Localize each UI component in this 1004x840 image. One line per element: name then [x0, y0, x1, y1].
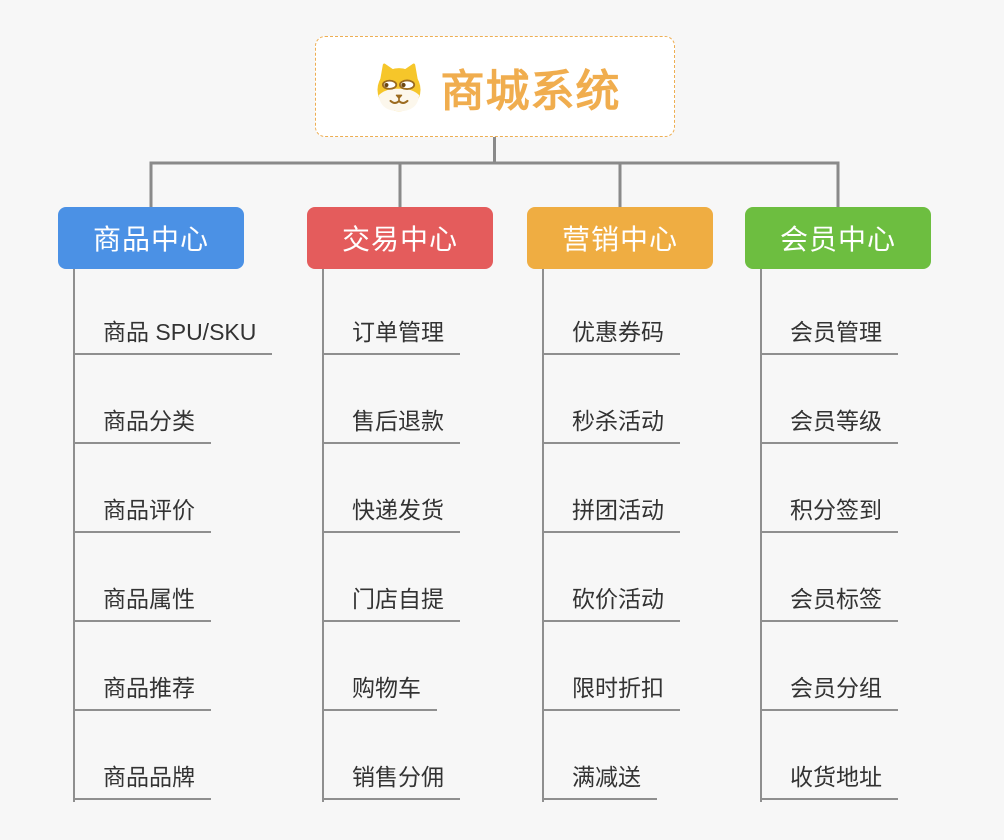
- sub-item-label: 会员等级: [790, 408, 882, 434]
- sub-item-label: 售后退款: [352, 408, 444, 434]
- branch-trunk-line: [322, 269, 324, 802]
- sub-item[interactable]: 优惠券码: [542, 266, 680, 355]
- sub-item[interactable]: 订单管理: [322, 266, 460, 355]
- sub-item-label: 商品品牌: [103, 764, 195, 790]
- sub-item[interactable]: 商品 SPU/SKU: [73, 266, 273, 355]
- branch-node-trade-center[interactable]: 交易中心: [307, 207, 493, 269]
- branch-trunk-line: [760, 269, 762, 802]
- sub-item[interactable]: 购物车: [322, 622, 437, 711]
- branch-label: 交易中心: [341, 224, 458, 255]
- sub-item[interactable]: 商品推荐: [73, 622, 211, 711]
- sub-item-label: 收货地址: [790, 764, 882, 790]
- branch-label: 商品中心: [92, 224, 209, 255]
- sub-item-label: 商品推荐: [103, 675, 195, 701]
- sub-item-label: 会员分组: [790, 675, 882, 701]
- root-node[interactable]: 商城系统: [315, 36, 675, 137]
- sub-item[interactable]: 积分签到: [760, 444, 898, 533]
- sub-item-label: 满减送: [572, 764, 641, 790]
- branch-trunk-line: [542, 269, 544, 802]
- sub-item-label: 限时折扣: [572, 675, 664, 701]
- sub-item-label: 砍价活动: [572, 586, 664, 612]
- sub-item-label: 秒杀活动: [572, 408, 664, 434]
- branch-node-product-center[interactable]: 商品中心: [58, 207, 244, 269]
- sub-item-label: 门店自提: [352, 586, 444, 612]
- branch-label: 营销中心: [561, 224, 678, 255]
- root-title: 商城系统: [440, 66, 621, 116]
- sub-item[interactable]: 限时折扣: [542, 622, 680, 711]
- branch-node-marketing-center[interactable]: 营销中心: [527, 207, 713, 269]
- sub-item-label: 商品 SPU/SKU: [103, 319, 257, 345]
- sub-item[interactable]: 会员管理: [760, 266, 898, 355]
- sub-item[interactable]: 商品评价: [73, 444, 211, 533]
- sub-item-label: 购物车: [352, 675, 421, 701]
- sub-item[interactable]: 会员等级: [760, 355, 898, 444]
- sub-item[interactable]: 快递发货: [322, 444, 460, 533]
- sub-item[interactable]: 砍价活动: [542, 533, 680, 622]
- sub-item-label: 积分签到: [790, 497, 882, 523]
- branch-items-trade-center: 订单管理售后退款快递发货门店自提购物车销售分佣: [322, 266, 460, 800]
- sub-item-label: 优惠券码: [572, 319, 664, 345]
- sub-item[interactable]: 拼团活动: [542, 444, 680, 533]
- branch-items-member-center: 会员管理会员等级积分签到会员标签会员分组收货地址: [760, 266, 898, 800]
- sub-item-label: 会员管理: [790, 319, 882, 345]
- sub-item[interactable]: 商品属性: [73, 533, 211, 622]
- sub-item[interactable]: 收货地址: [760, 711, 898, 800]
- sub-item[interactable]: 售后退款: [322, 355, 460, 444]
- branch-items-marketing-center: 优惠券码秒杀活动拼团活动砍价活动限时折扣满减送: [542, 266, 680, 800]
- sub-item[interactable]: 秒杀活动: [542, 355, 680, 444]
- sub-item-label: 商品属性: [103, 586, 195, 612]
- sub-item-label: 订单管理: [352, 319, 444, 345]
- sub-item-label: 销售分佣: [352, 764, 444, 790]
- branch-trunk-line: [73, 269, 75, 802]
- sub-item[interactable]: 门店自提: [322, 533, 460, 622]
- sub-item-label: 拼团活动: [572, 497, 664, 523]
- branch-items-product-center: 商品 SPU/SKU 商品分类商品评价商品属性商品推荐商品品牌: [73, 266, 273, 800]
- sub-item[interactable]: 会员分组: [760, 622, 898, 711]
- sub-item-label: 快递发货: [352, 497, 444, 523]
- sub-item-label: 商品评价: [103, 497, 195, 523]
- sub-item[interactable]: 销售分佣: [322, 711, 460, 800]
- sub-item[interactable]: 商品分类: [73, 355, 211, 444]
- shiba-dog-icon: [376, 63, 421, 111]
- branch-node-member-center[interactable]: 会员中心: [745, 207, 931, 269]
- sub-item[interactable]: 商品品牌: [73, 711, 211, 800]
- sub-item-label: 会员标签: [790, 586, 882, 612]
- branch-label: 会员中心: [779, 224, 896, 255]
- sub-item[interactable]: 会员标签: [760, 533, 898, 622]
- sub-item[interactable]: 满减送: [542, 711, 657, 800]
- sub-item-label: 商品分类: [103, 408, 195, 434]
